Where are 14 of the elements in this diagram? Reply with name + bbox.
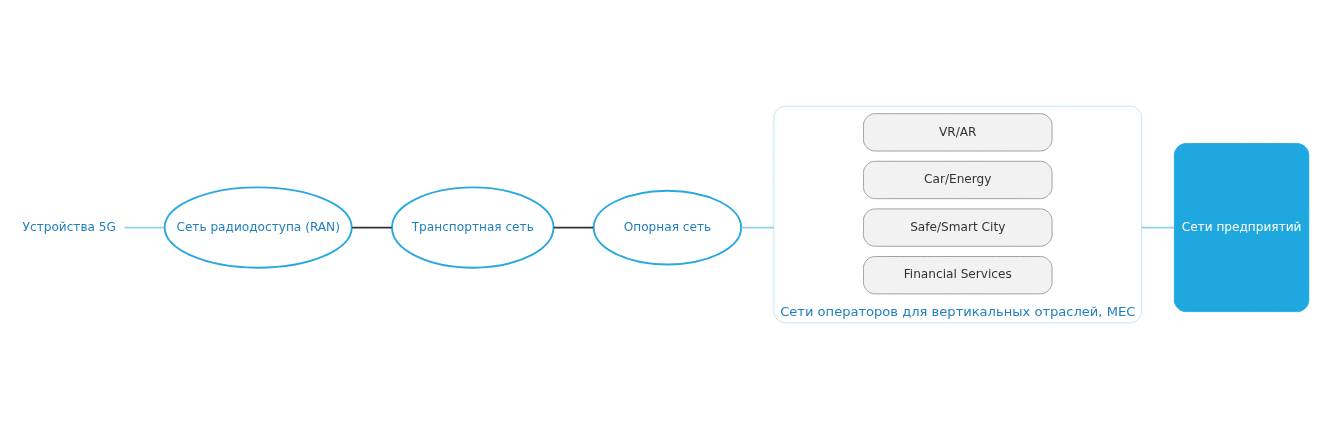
node-text: Устройства 5G <box>22 219 116 234</box>
connector <box>1140 226 1176 229</box>
node-ellipse: Транспортная сеть <box>391 186 555 269</box>
node-box: Car/Energy <box>863 160 1053 200</box>
connector <box>552 226 595 229</box>
connector <box>740 226 775 229</box>
node-box: Сети предприятий <box>1173 143 1310 313</box>
connector <box>123 226 166 229</box>
connector <box>351 226 393 229</box>
node-ellipse: Сеть радиодоступа (RAN) <box>163 186 353 269</box>
node-box: Financial Services <box>863 256 1053 295</box>
node-box: Safe/Smart City <box>863 208 1053 247</box>
node-ellipse: Опорная сеть <box>592 189 743 266</box>
node-box: VR/AR <box>863 113 1053 152</box>
